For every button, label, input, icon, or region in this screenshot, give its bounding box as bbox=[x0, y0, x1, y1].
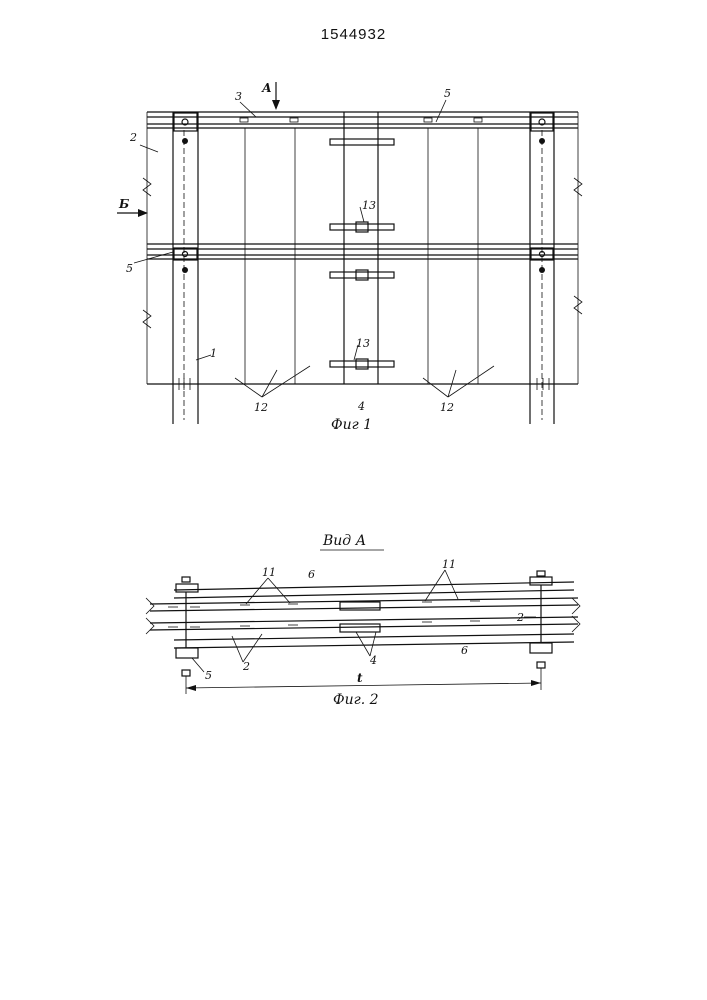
label-13-top: 13 bbox=[362, 199, 376, 212]
label-4: 4 bbox=[369, 654, 377, 667]
figure-2-caption: Фиг. 2 bbox=[333, 692, 379, 708]
label-1: 1 bbox=[210, 347, 217, 360]
view-b-marker: Б bbox=[118, 197, 129, 211]
label-2-left: 2 bbox=[242, 660, 250, 673]
label-13-bottom: 13 bbox=[356, 337, 370, 350]
label-5-left: 5 bbox=[126, 262, 133, 275]
figure-1: А Б 3 5 2 5 1 13 13 12 12 4 Фиг 1 bbox=[117, 81, 582, 433]
label-6-top: 6 bbox=[308, 568, 315, 581]
figure-2: Вид А bbox=[146, 533, 580, 708]
view-a-marker: А bbox=[261, 81, 272, 95]
label-11-left: 11 bbox=[262, 566, 276, 579]
label-12-left: 12 bbox=[254, 401, 268, 414]
label-2-right: 2 bbox=[516, 611, 524, 624]
label-5-top: 5 bbox=[444, 87, 451, 100]
label-12-right: 12 bbox=[440, 401, 454, 414]
label-3: 3 bbox=[235, 90, 242, 103]
figure-2-title: Вид А bbox=[322, 533, 366, 549]
pitch-label: t bbox=[357, 671, 363, 685]
label-6-bottom: 6 bbox=[461, 644, 468, 657]
label-11-right: 11 bbox=[442, 558, 456, 571]
figure-1-caption: Фиг 1 bbox=[331, 417, 372, 433]
label-2: 2 bbox=[129, 131, 137, 144]
label-5: 5 bbox=[205, 669, 212, 682]
label-4: 4 bbox=[357, 400, 365, 413]
